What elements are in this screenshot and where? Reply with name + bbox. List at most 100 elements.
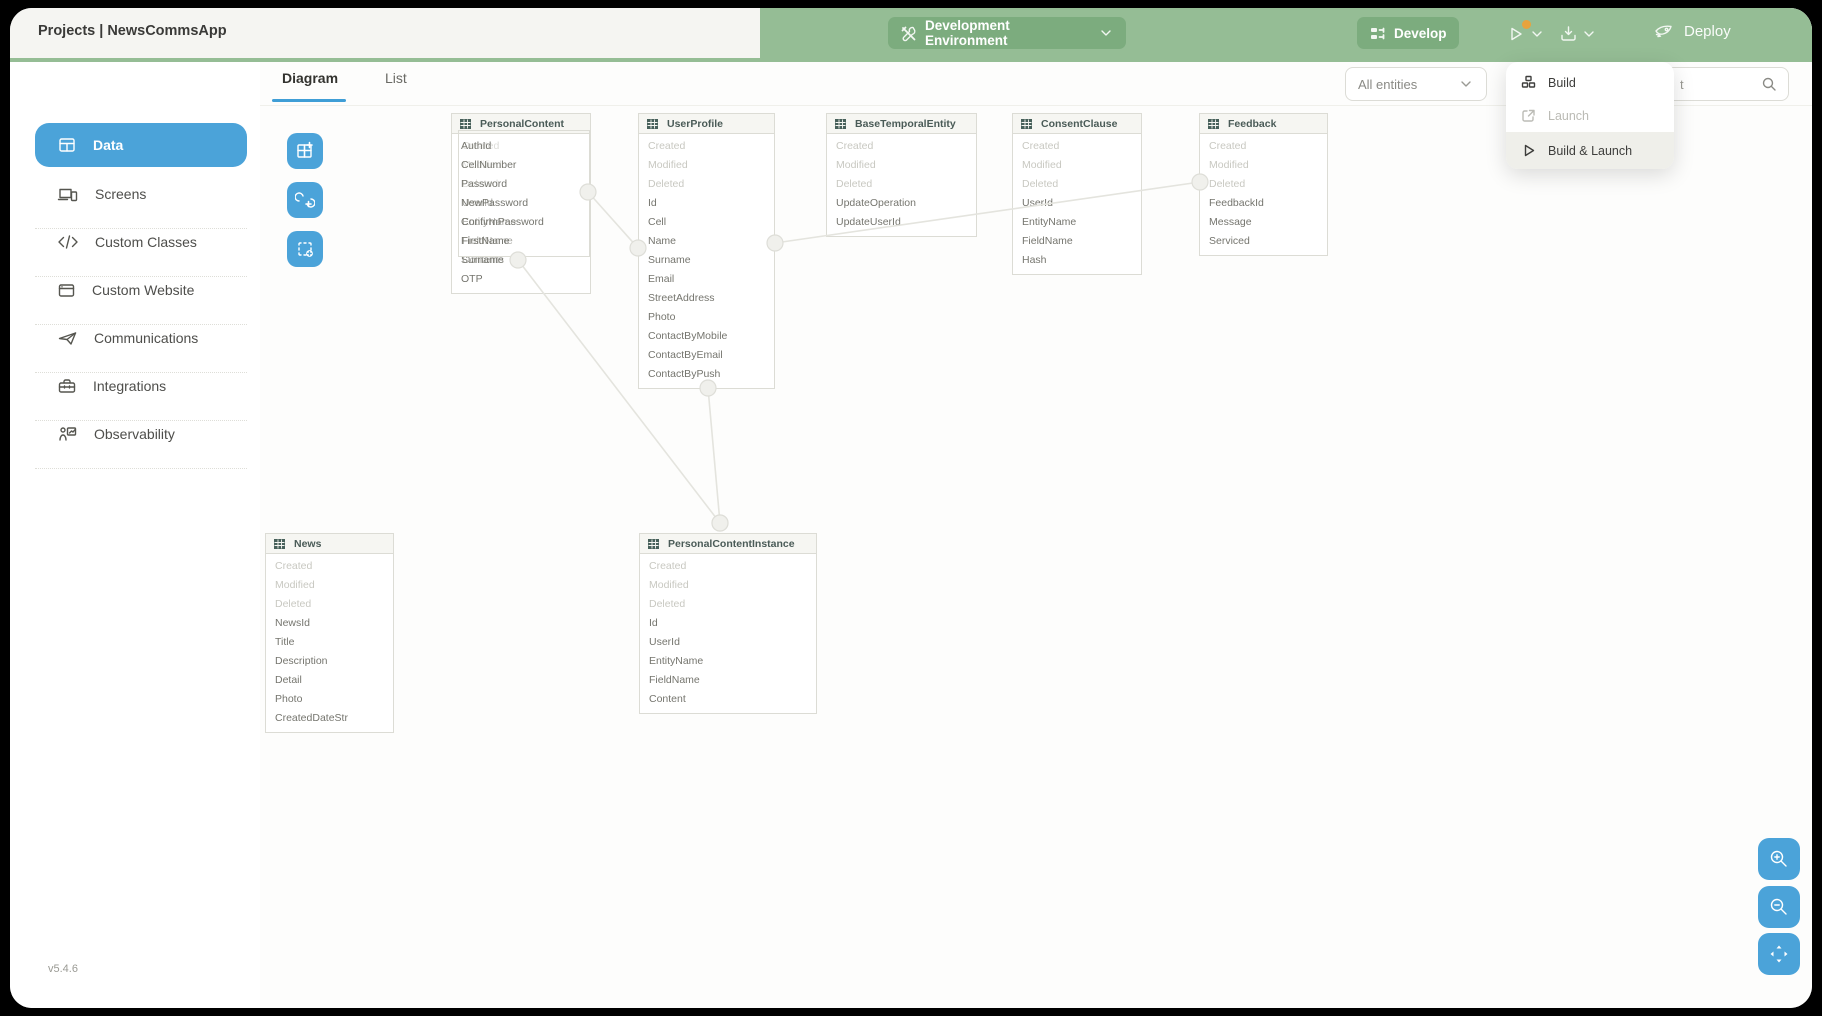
entity-field: Modified [1200,156,1327,175]
entity-field: Deleted [1200,175,1327,194]
entity-field: Deleted [640,595,816,614]
menu-item-launch: Launch [1506,99,1674,132]
run-menu-button[interactable] [1506,24,1545,44]
entity-field: EntityName [1013,213,1141,232]
tabbar-divider [260,105,1812,106]
entity-field: Hash [1013,251,1141,270]
sidebar-item-label: Data [93,137,124,153]
status-dot [1522,20,1531,29]
menu-item-build[interactable]: Build [1506,66,1674,99]
sidebar-item-observability[interactable]: Observability [35,412,247,456]
entity-field: Modified [1013,156,1141,175]
entity-field-name: UserId [1022,197,1053,209]
sidebar-item-screens[interactable]: Screens [35,172,247,216]
entity-field-name: ConfirmPassword [461,216,544,228]
entity-field-name: Cell [648,216,667,228]
deploy-label: Deploy [1684,22,1731,40]
entity-field: UserId [1013,194,1141,213]
install-menu-button[interactable] [1559,24,1597,43]
sidebar-item-label: Custom Website [92,282,195,298]
sidebar-item-custom-classes[interactable]: Custom Classes [35,220,247,264]
sidebar-item-label: Integrations [93,378,167,394]
environment-selector[interactable]: Development Environment [888,17,1126,49]
sidebar-item-data[interactable]: Data [35,123,247,167]
sidebar-item-label: Custom Classes [95,234,197,250]
table-icon [648,538,659,549]
entity-field: Photo [266,690,393,709]
entity-field-name: EntityName [1022,216,1077,228]
sidebar-separator [35,372,247,373]
fit-view-button[interactable] [1758,933,1800,975]
entity-field-name: FieldName [1022,235,1073,247]
entity-field-name: Photo [648,311,676,323]
entity-field: EntityName [640,652,816,671]
entity-header: News [266,534,393,554]
entity-title: ConsentClause [1041,117,1118,130]
entity-header: UserProfile [639,114,774,134]
sidebar-separator [35,276,247,277]
entity-field-ghost: Modified [462,159,502,171]
header-accent-strip [10,58,1812,62]
entity-field: Id [640,614,816,633]
entity-field: Created [1013,137,1141,156]
entity-field: Detail [266,671,393,690]
play-outline-icon [1506,24,1526,44]
menu-item-label: Build & Launch [1548,143,1633,158]
chevron-down-icon[interactable] [1098,25,1114,41]
entity-field: Message [1200,213,1327,232]
tab-diagram[interactable]: Diagram [282,70,339,86]
sidebar-separator [35,324,247,325]
zoom-in-button[interactable] [1758,838,1800,880]
entity-search-input[interactable]: t [1665,67,1789,101]
table-icon [460,118,471,129]
entity-field-ghost: Contents [462,254,505,266]
sidebar-item-communications[interactable]: Communications [35,316,247,360]
add-relationship-button[interactable] [287,182,323,218]
entity-field-name: ContactByPush [648,368,721,380]
top-bar: Projects | NewsCommsApp Development Envi… [10,8,1812,58]
launch-icon [1520,107,1537,124]
add-relationship-icon [295,190,315,210]
tools-icon [900,25,917,42]
add-entity-button[interactable] [287,133,323,169]
tab-list[interactable]: List [385,70,407,86]
entity-field-name: Created [1209,140,1247,152]
paper-plane-icon [57,330,78,347]
entity-field: Modified [266,576,393,595]
entity-field: Deleted [266,595,393,614]
entity-filter-select[interactable]: All entities [1345,67,1487,101]
search-icon[interactable] [1760,75,1778,93]
code-icon [57,234,79,250]
menu-item-build-launch[interactable]: Build & Launch [1506,132,1674,169]
sidebar-item-integrations[interactable]: Integrations [35,364,247,408]
entity-field: Serviced [1200,232,1327,251]
deploy-button[interactable]: Deploy [1653,22,1731,40]
entity-field: OTP [452,270,590,289]
develop-button[interactable]: Develop [1357,17,1459,49]
entity-field-name: FieldName [649,674,700,686]
observability-icon [57,425,78,443]
entity-field-name: Created [648,140,686,152]
zoom-out-button[interactable] [1758,886,1800,928]
add-selection-button[interactable] [287,231,323,267]
entity-field: Surname [639,251,774,270]
chevron-down-icon [1529,26,1545,42]
add-entity-icon [295,141,315,161]
entity-field-name: Deleted [648,178,685,190]
sidebar-item-custom-website[interactable]: Custom Website [35,268,247,312]
entity-field-name: Deleted [649,598,686,610]
